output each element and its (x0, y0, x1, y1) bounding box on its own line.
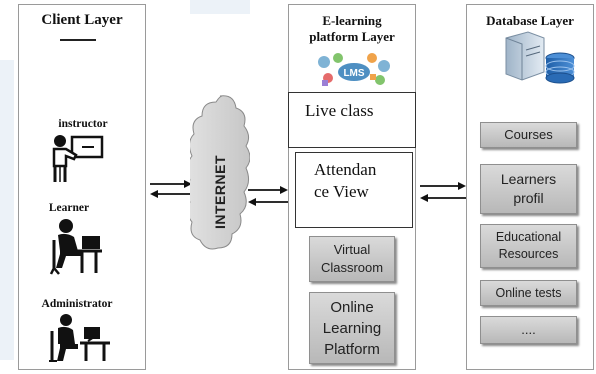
attendance-view-box: Attendan ce View (295, 152, 413, 228)
more-items-box: .... (480, 316, 577, 344)
client-internet-arrows (150, 180, 192, 198)
resources-line1: Educational (495, 230, 562, 245)
database-layer-title: Database Layer (486, 13, 574, 28)
educational-resources-box: Educational Resources (480, 224, 577, 268)
lms-logo-icon: LMS (318, 53, 390, 86)
learners-line2: profil (513, 190, 544, 206)
instructor-icon (52, 135, 104, 182)
database-server-icon (505, 31, 575, 84)
virtual-classroom-box: Virtual Classroom (309, 236, 395, 282)
courses-box: Courses (480, 122, 577, 148)
lms-logo-text: LMS (343, 68, 364, 79)
title-underline (60, 39, 96, 41)
role-label-learner: Learner (48, 202, 90, 214)
platform-layer-title-line2: platform Layer (309, 29, 395, 44)
online-tests-box: Online tests (480, 280, 577, 306)
online-platform-line2: Learning (322, 319, 382, 337)
role-label-administrator: Administrator (41, 298, 113, 310)
more-items-label: .... (521, 322, 536, 338)
courses-label: Courses (504, 127, 553, 143)
online-platform-line1: Online (330, 298, 374, 316)
learner-icon (49, 219, 102, 275)
watermark-shape (0, 60, 14, 360)
attendance-label-line1: Attendan (314, 160, 377, 179)
internet-label: INTERNET (212, 155, 228, 229)
online-platform-line3: Platform (324, 340, 380, 358)
client-layer-panel (18, 4, 146, 370)
watermark-shape (190, 0, 250, 14)
administrator-icon (49, 314, 110, 362)
live-class-box: Live class (288, 92, 416, 148)
platform-layer-title-line1: E-learning (322, 13, 382, 28)
virtual-classroom-line2: Classroom (320, 260, 384, 275)
online-learning-platform-box: Online Learning Platform (309, 292, 395, 364)
virtual-classroom-line1: Virtual (333, 242, 371, 258)
learners-line1: Learners (500, 171, 557, 188)
internet-platform-arrows (248, 186, 288, 206)
platform-database-arrows (420, 182, 466, 202)
live-class-label: Live class (305, 101, 374, 120)
learners-profile-box: Learners profil (480, 164, 577, 214)
resources-line2: Resources (498, 247, 559, 261)
role-label-instructor: instructor (58, 118, 108, 130)
client-layer-title: Client Layer (41, 12, 123, 28)
cloud-icon (190, 95, 250, 250)
online-tests-label: Online tests (495, 285, 562, 300)
attendance-label-line2: ce View (314, 182, 369, 202)
